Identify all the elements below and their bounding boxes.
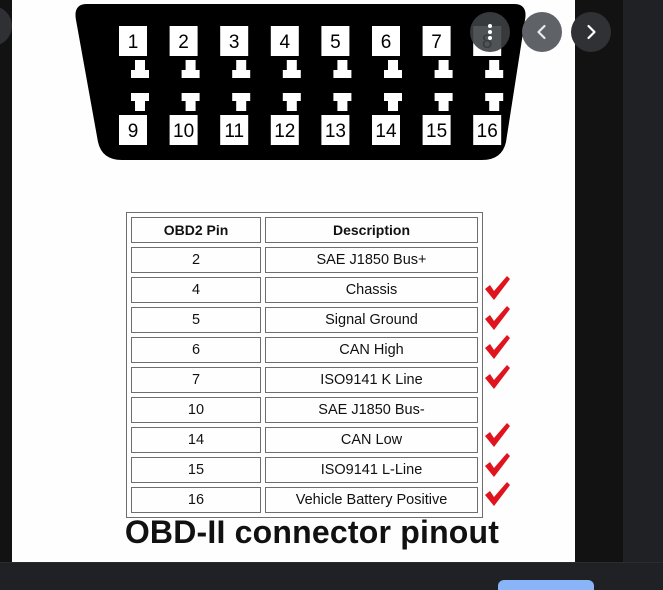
bottom-pin-row: 9 10 11 12 13 14 15 16 (119, 93, 504, 145)
pin-number-cell: 6 (131, 337, 261, 363)
top-pin-row: 12345678 (119, 26, 504, 78)
checkmark-icon (485, 423, 510, 448)
pin-number-cell: 15 (131, 457, 261, 483)
pin-label: 1 (128, 32, 139, 53)
pin-description-cell: Vehicle Battery Positive (265, 487, 478, 513)
pin-label: 9 (128, 121, 139, 142)
connector-pin: 6 (372, 26, 402, 78)
connector-pin: 7 (422, 26, 453, 78)
more-options-button[interactable] (470, 12, 510, 52)
pin-label: 14 (375, 121, 397, 142)
connector-pin: 4 (270, 26, 301, 78)
checkmark-column (482, 272, 516, 507)
chevron-left-icon (537, 24, 546, 40)
connector-pin: 12 (270, 93, 301, 145)
connector-pin: 11 (220, 93, 251, 145)
pin-label: 7 (431, 32, 442, 53)
checkmark-icon (485, 276, 510, 301)
connector-pin: 16 (473, 93, 504, 145)
connector-pin: 2 (169, 26, 200, 78)
pin-number-cell: 2 (131, 247, 261, 273)
table-header-row: OBD2 Pin Description (131, 217, 478, 243)
more-vert-icon (488, 24, 492, 40)
pin-number-cell: 4 (131, 277, 261, 303)
pin-label: 6 (381, 32, 392, 53)
chevron-right-icon (587, 24, 596, 40)
pin-label: 16 (477, 121, 498, 142)
pin-number-cell: 16 (131, 487, 261, 513)
previous-panel-button[interactable] (0, 6, 12, 46)
side-panel (623, 0, 663, 562)
header-pin: OBD2 Pin (131, 217, 261, 243)
pin-label: 10 (173, 121, 194, 142)
pin-description-cell: Signal Ground (265, 307, 478, 333)
previous-image-button[interactable] (522, 12, 562, 52)
pin-number-cell: 14 (131, 427, 261, 453)
pin-description-cell: Chassis (265, 277, 478, 303)
connector-pin: 5 (321, 26, 352, 78)
checkmark-icon (485, 482, 510, 507)
checkmark-icon (485, 452, 510, 477)
pin-label: 4 (280, 32, 291, 53)
pin-number-cell: 10 (131, 397, 261, 423)
pin-label: 11 (224, 121, 244, 142)
pin-number-cell: 5 (131, 307, 261, 333)
checkmark-icon (485, 364, 510, 389)
image-caption: OBD-II connector pinout (124, 514, 500, 550)
pin-label: 13 (325, 121, 346, 142)
pin-number-cell: 7 (131, 367, 261, 393)
pin-label: 2 (178, 32, 189, 53)
pin-description-cell: ISO9141 K Line (265, 367, 478, 393)
connector-pin: 9 (119, 93, 149, 145)
pin-description-cell: SAE J1850 Bus- (265, 397, 478, 423)
header-description: Description (265, 217, 478, 243)
connector-pin: 14 (372, 93, 402, 145)
connector-pin: 1 (119, 26, 149, 78)
next-image-button[interactable] (571, 12, 611, 52)
connector-pin: 3 (220, 26, 251, 78)
pin-label: 5 (330, 32, 341, 53)
bottom-action-button[interactable] (498, 580, 594, 590)
pin-description-cell: CAN High (265, 337, 478, 363)
connector-pin: 13 (321, 93, 352, 145)
checkmark-icon (485, 335, 510, 360)
pin-description-cell: SAE J1850 Bus+ (265, 247, 478, 273)
connector-pin: 10 (169, 93, 200, 145)
pin-label: 3 (229, 32, 240, 53)
pin-label: 12 (274, 121, 295, 142)
pin-label: 15 (426, 121, 447, 142)
pin-description-cell: ISO9141 L-Line (265, 457, 478, 483)
pin-description-cell: CAN Low (265, 427, 478, 453)
checkmark-icon (485, 305, 510, 330)
connector-pin: 15 (422, 93, 453, 145)
